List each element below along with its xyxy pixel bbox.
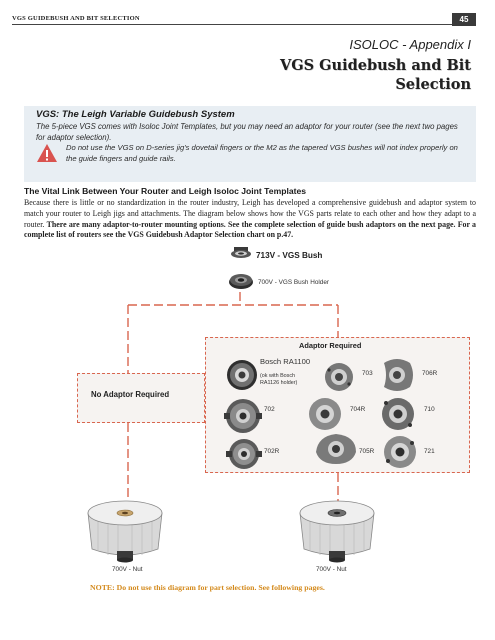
bosch-note-2: RA1126 holder) <box>260 380 298 386</box>
diagram-note: NOTE: Do not use this diagram for part s… <box>90 583 325 592</box>
vgs-bush-icon <box>231 247 251 258</box>
adaptor-702-icon <box>224 399 262 433</box>
info-box <box>24 106 476 182</box>
info-box-heading: VGS: The Leigh Variable Guidebush System <box>36 109 235 120</box>
adaptor-bosch-ra1100-icon <box>227 360 257 390</box>
router-right-icon <box>299 500 375 563</box>
adaptor-702-label: 702 <box>264 406 275 413</box>
adaptor-705r-label: 705R <box>359 448 375 455</box>
adaptor-721-icon <box>384 436 416 468</box>
paragraph-bold-text: There are many adaptor-to-router mountin… <box>24 219 476 240</box>
vgs-bush-holder-icon <box>229 274 253 289</box>
adaptor-702r-label: 702R <box>264 448 280 455</box>
adaptor-721-label: 721 <box>424 448 435 455</box>
vgs-bush-holder-label: 700V - VGS Bush Holder <box>258 279 330 286</box>
adaptor-required-label: Adaptor Required <box>299 341 362 350</box>
bosch-label: Bosch RA1100 <box>260 357 311 366</box>
page-number-badge: 45 <box>452 13 476 26</box>
vgs-bush-label: 713V - VGS Bush <box>256 251 323 260</box>
adaptor-703-label: 703 <box>362 370 373 377</box>
paragraph-text: Because there is little or no standardiz… <box>24 198 476 229</box>
adaptor-704r-icon <box>309 398 341 430</box>
appendix-label: ISOLOC - Appendix I <box>349 37 471 52</box>
adaptor-704r-label: 704R <box>350 406 366 413</box>
adaptor-706r-icon <box>384 359 413 391</box>
nut-left-label: 700V - Nut <box>112 566 143 573</box>
info-box-body: The 5-piece VGS comes with Isoloc Joint … <box>36 122 458 142</box>
section-heading: The Vital Link Between Your Router and L… <box>24 186 307 196</box>
adaptor-703-icon <box>325 363 353 391</box>
header-rule <box>12 24 452 25</box>
warning-text: Do not use the VGS on D-series jig's dov… <box>66 143 458 163</box>
bosch-note-1: (ok with Bosch <box>260 373 296 379</box>
page-title: VGS Guidebush and Bit Selection <box>280 57 471 93</box>
warning-triangle-icon <box>37 144 57 162</box>
adaptor-705r-icon <box>316 434 356 464</box>
running-header: VGS GUIDEBUSH AND BIT SELECTION <box>12 15 140 22</box>
nut-right-label: 700V - Nut <box>316 566 347 573</box>
adaptor-710-icon <box>382 398 414 430</box>
adaptor-702r-icon <box>226 439 262 469</box>
router-left-icon <box>87 500 163 563</box>
no-adaptor-region <box>77 373 205 423</box>
adaptor-706r-label: 706R <box>422 370 438 377</box>
adaptor-710-label: 710 <box>424 406 435 413</box>
no-adaptor-label: No Adaptor Required <box>91 390 170 399</box>
section-paragraph: Because there is little or no standardiz… <box>24 198 476 241</box>
